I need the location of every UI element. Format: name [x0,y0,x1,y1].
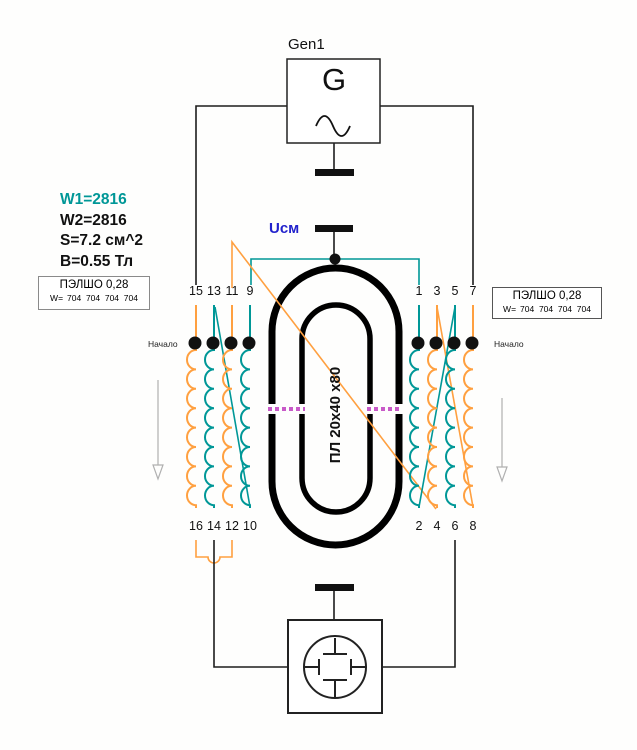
bias-terminal-bar [315,225,353,232]
bias-voltage-label: Uсм [269,220,300,237]
wire-spec-box-left: ПЭЛШО 0,28 W=704 704 704 704 [38,276,150,310]
terminal-7: 7 [469,284,477,298]
generator-name: Gen1 [288,36,325,53]
param-w1: W1=2816 [60,191,127,208]
core-type-label: ПЛ 20х40 х80 [327,366,344,464]
core-outline [266,264,404,549]
direction-arrows [152,380,508,483]
terminal-15: 15 [189,284,203,298]
generator-wiring [195,105,474,285]
generator-letter: G [321,62,347,97]
coil-13-14 [204,305,215,508]
coil-11-12 [222,305,233,508]
winding-start-label-left: Начало [148,339,178,349]
terminal-4: 4 [433,519,441,533]
coil-7-8 [463,305,474,508]
windings-left [186,305,251,508]
param-flux: B=0.55 Тл [60,252,134,270]
coil-3-4 [427,305,438,508]
windings-right [409,305,474,508]
ground-terminal-bar [315,169,354,176]
coil-5-6 [445,305,456,508]
wire-type-label: ПЭЛШО 0,28 [512,290,582,302]
coil-1-2 [409,305,420,508]
terminal-12: 12 [225,519,239,533]
coil-9-10 [240,305,251,508]
tube-electrodes-icon [303,635,367,699]
terminal-6: 6 [451,519,459,533]
link-11-to-4 [231,239,437,510]
param-area: S=7.2 см^2 [60,232,144,249]
link-3-to-8 [436,306,474,508]
terminal-1: 1 [415,284,423,298]
terminal-10: 10 [243,519,257,533]
down-arrow-icon [152,464,164,481]
load-device-symbol [287,584,383,714]
param-w2: W2=2816 [60,211,127,229]
coil-15-16 [186,305,197,508]
bias-feed [250,225,420,285]
generator-symbol [286,58,381,176]
link-13-to-10 [214,306,251,508]
sine-wave-icon [315,115,351,137]
terminal-2: 2 [415,519,423,533]
junction-dot [329,253,341,265]
terminal-3: 3 [433,284,441,298]
wire-spec-box-right: ПЭЛШО 0,28 W=704 704 704 704 [492,287,602,319]
winding-parameters: W1=2816 W2=2816 S=7.2 см^2 B=0.55 Тл [60,190,143,272]
w-label: W= [50,293,64,303]
terminal-11: 11 [225,284,239,298]
terminal-14: 14 [207,519,221,533]
w-values: 704 704 704 704 [67,293,138,303]
air-gap-right [365,404,404,414]
wire-type-label: ПЭЛШО 0,28 [59,279,129,291]
w-values: 704 704 704 704 [520,304,591,314]
down-arrow-icon [496,466,508,483]
start-dots [188,336,479,350]
terminal-5: 5 [451,284,459,298]
device-terminal-bar [315,584,354,591]
w-label: W= [503,304,517,314]
terminal-16: 16 [189,519,203,533]
terminal-8: 8 [469,519,477,533]
winding-start-label-right: Начало [494,339,524,349]
air-gap-left [266,404,306,414]
load-wiring [213,540,456,668]
terminal-13: 13 [207,284,221,298]
terminal-9: 9 [246,284,254,298]
